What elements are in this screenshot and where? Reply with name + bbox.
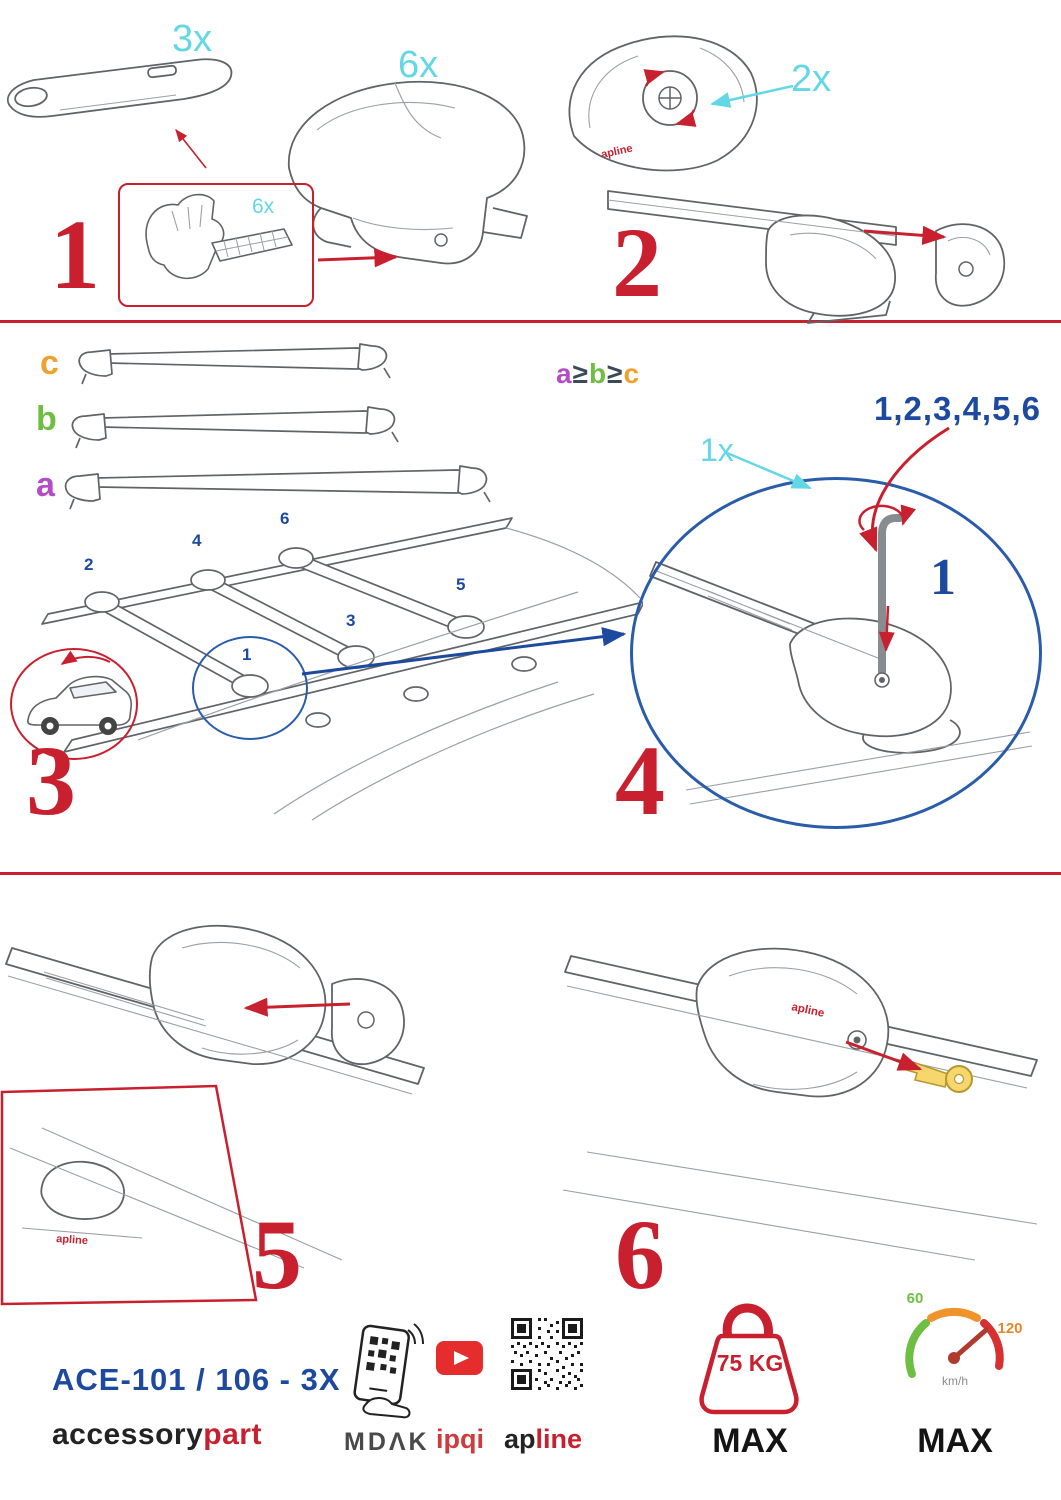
- weight-max-label: MAX: [712, 1422, 788, 1460]
- mount-position-5: 5: [456, 575, 466, 594]
- mdak-logo: MDΛK: [344, 1428, 430, 1456]
- qr-code: [511, 1318, 583, 1390]
- accessorypart-logo-part: part: [203, 1418, 262, 1451]
- step-1-number: 1: [50, 199, 100, 310]
- crossbar-c-drawing: [78, 343, 391, 385]
- step-4-number: 4: [615, 725, 665, 836]
- apline-logo-line: line: [535, 1424, 583, 1454]
- rule-a: a: [556, 358, 573, 389]
- speed-low-label: 60: [906, 1290, 924, 1307]
- section-divider-2: [0, 872, 1061, 875]
- speed-max-label: MAX: [917, 1422, 993, 1460]
- step-6-number: 6: [615, 1199, 665, 1310]
- speed-limit-icon: [905, 1307, 1004, 1378]
- crossbar-a-drawing: [64, 465, 491, 510]
- accessorypart-logo: accessorypart: [52, 1418, 262, 1452]
- detail-callout-circle: [192, 636, 308, 740]
- speed-high-label: 120: [997, 1320, 1023, 1337]
- weight-limit-icon: [699, 1303, 799, 1415]
- step-5-number: 5: [252, 1199, 302, 1310]
- tightening-sequence-label: 1,2,3,4,5,6: [874, 390, 1041, 427]
- foot-quantity-label: 6x: [398, 44, 439, 86]
- youtube-icon: [436, 1341, 483, 1375]
- crossbar-tube-drawing: [6, 58, 233, 118]
- tighten-step-number: 1: [930, 549, 956, 606]
- step-3-number: 3: [26, 725, 76, 836]
- weight-limit-value: 75 KG: [716, 1350, 784, 1376]
- mount-position-1: 1: [242, 645, 252, 664]
- cover-install-drawing: apline: [0, 924, 425, 1306]
- mount-position-6: 6: [280, 509, 290, 528]
- rubber-pad-drawing: [145, 193, 293, 280]
- foot-assembly-drawing: [288, 81, 528, 265]
- foot-detail-ellipse: [630, 477, 1042, 829]
- product-code: ACE-101 / 106 - 3X: [52, 1362, 341, 1397]
- rule-ge-1: ≥: [572, 358, 589, 389]
- accessorypart-logo-accessory: accessory: [52, 1418, 204, 1451]
- bar-size-label-c: c: [40, 344, 59, 382]
- ipqi-logo: ipqi: [436, 1424, 484, 1454]
- rule-ge-2: ≥: [607, 358, 624, 389]
- bar-quantity-label: 3x: [172, 18, 213, 60]
- tool-quantity-label: 1x: [700, 432, 734, 468]
- rule-c: c: [623, 358, 641, 389]
- step-2-number: 2: [612, 207, 662, 318]
- bar-foot-cover-drawing: [607, 190, 1006, 324]
- bar-size-label-b: b: [36, 400, 57, 438]
- speed-unit-label: km/h: [941, 1374, 968, 1388]
- apline-logo-on-part: apline: [56, 1233, 89, 1247]
- mount-position-3: 3: [346, 611, 356, 630]
- rule-b: b: [588, 358, 608, 389]
- apline-logo-ap: ap: [504, 1424, 536, 1454]
- mount-position-4: 4: [192, 531, 202, 550]
- knob-quantity-label: 2x: [791, 58, 832, 100]
- mount-position-2: 2: [84, 555, 94, 574]
- car-direction-callout: [10, 648, 138, 760]
- rubber-pad-inset-box: [118, 183, 314, 307]
- size-order-rule: a≥b≥c: [556, 358, 640, 390]
- scan-phone-icon: [353, 1323, 424, 1419]
- pad-quantity-label: 6x: [252, 195, 275, 218]
- crossbar-b-drawing: [71, 406, 399, 449]
- bar-size-label-a: a: [36, 466, 55, 504]
- apline-logo: apline: [504, 1424, 582, 1455]
- section-divider: [0, 320, 1061, 323]
